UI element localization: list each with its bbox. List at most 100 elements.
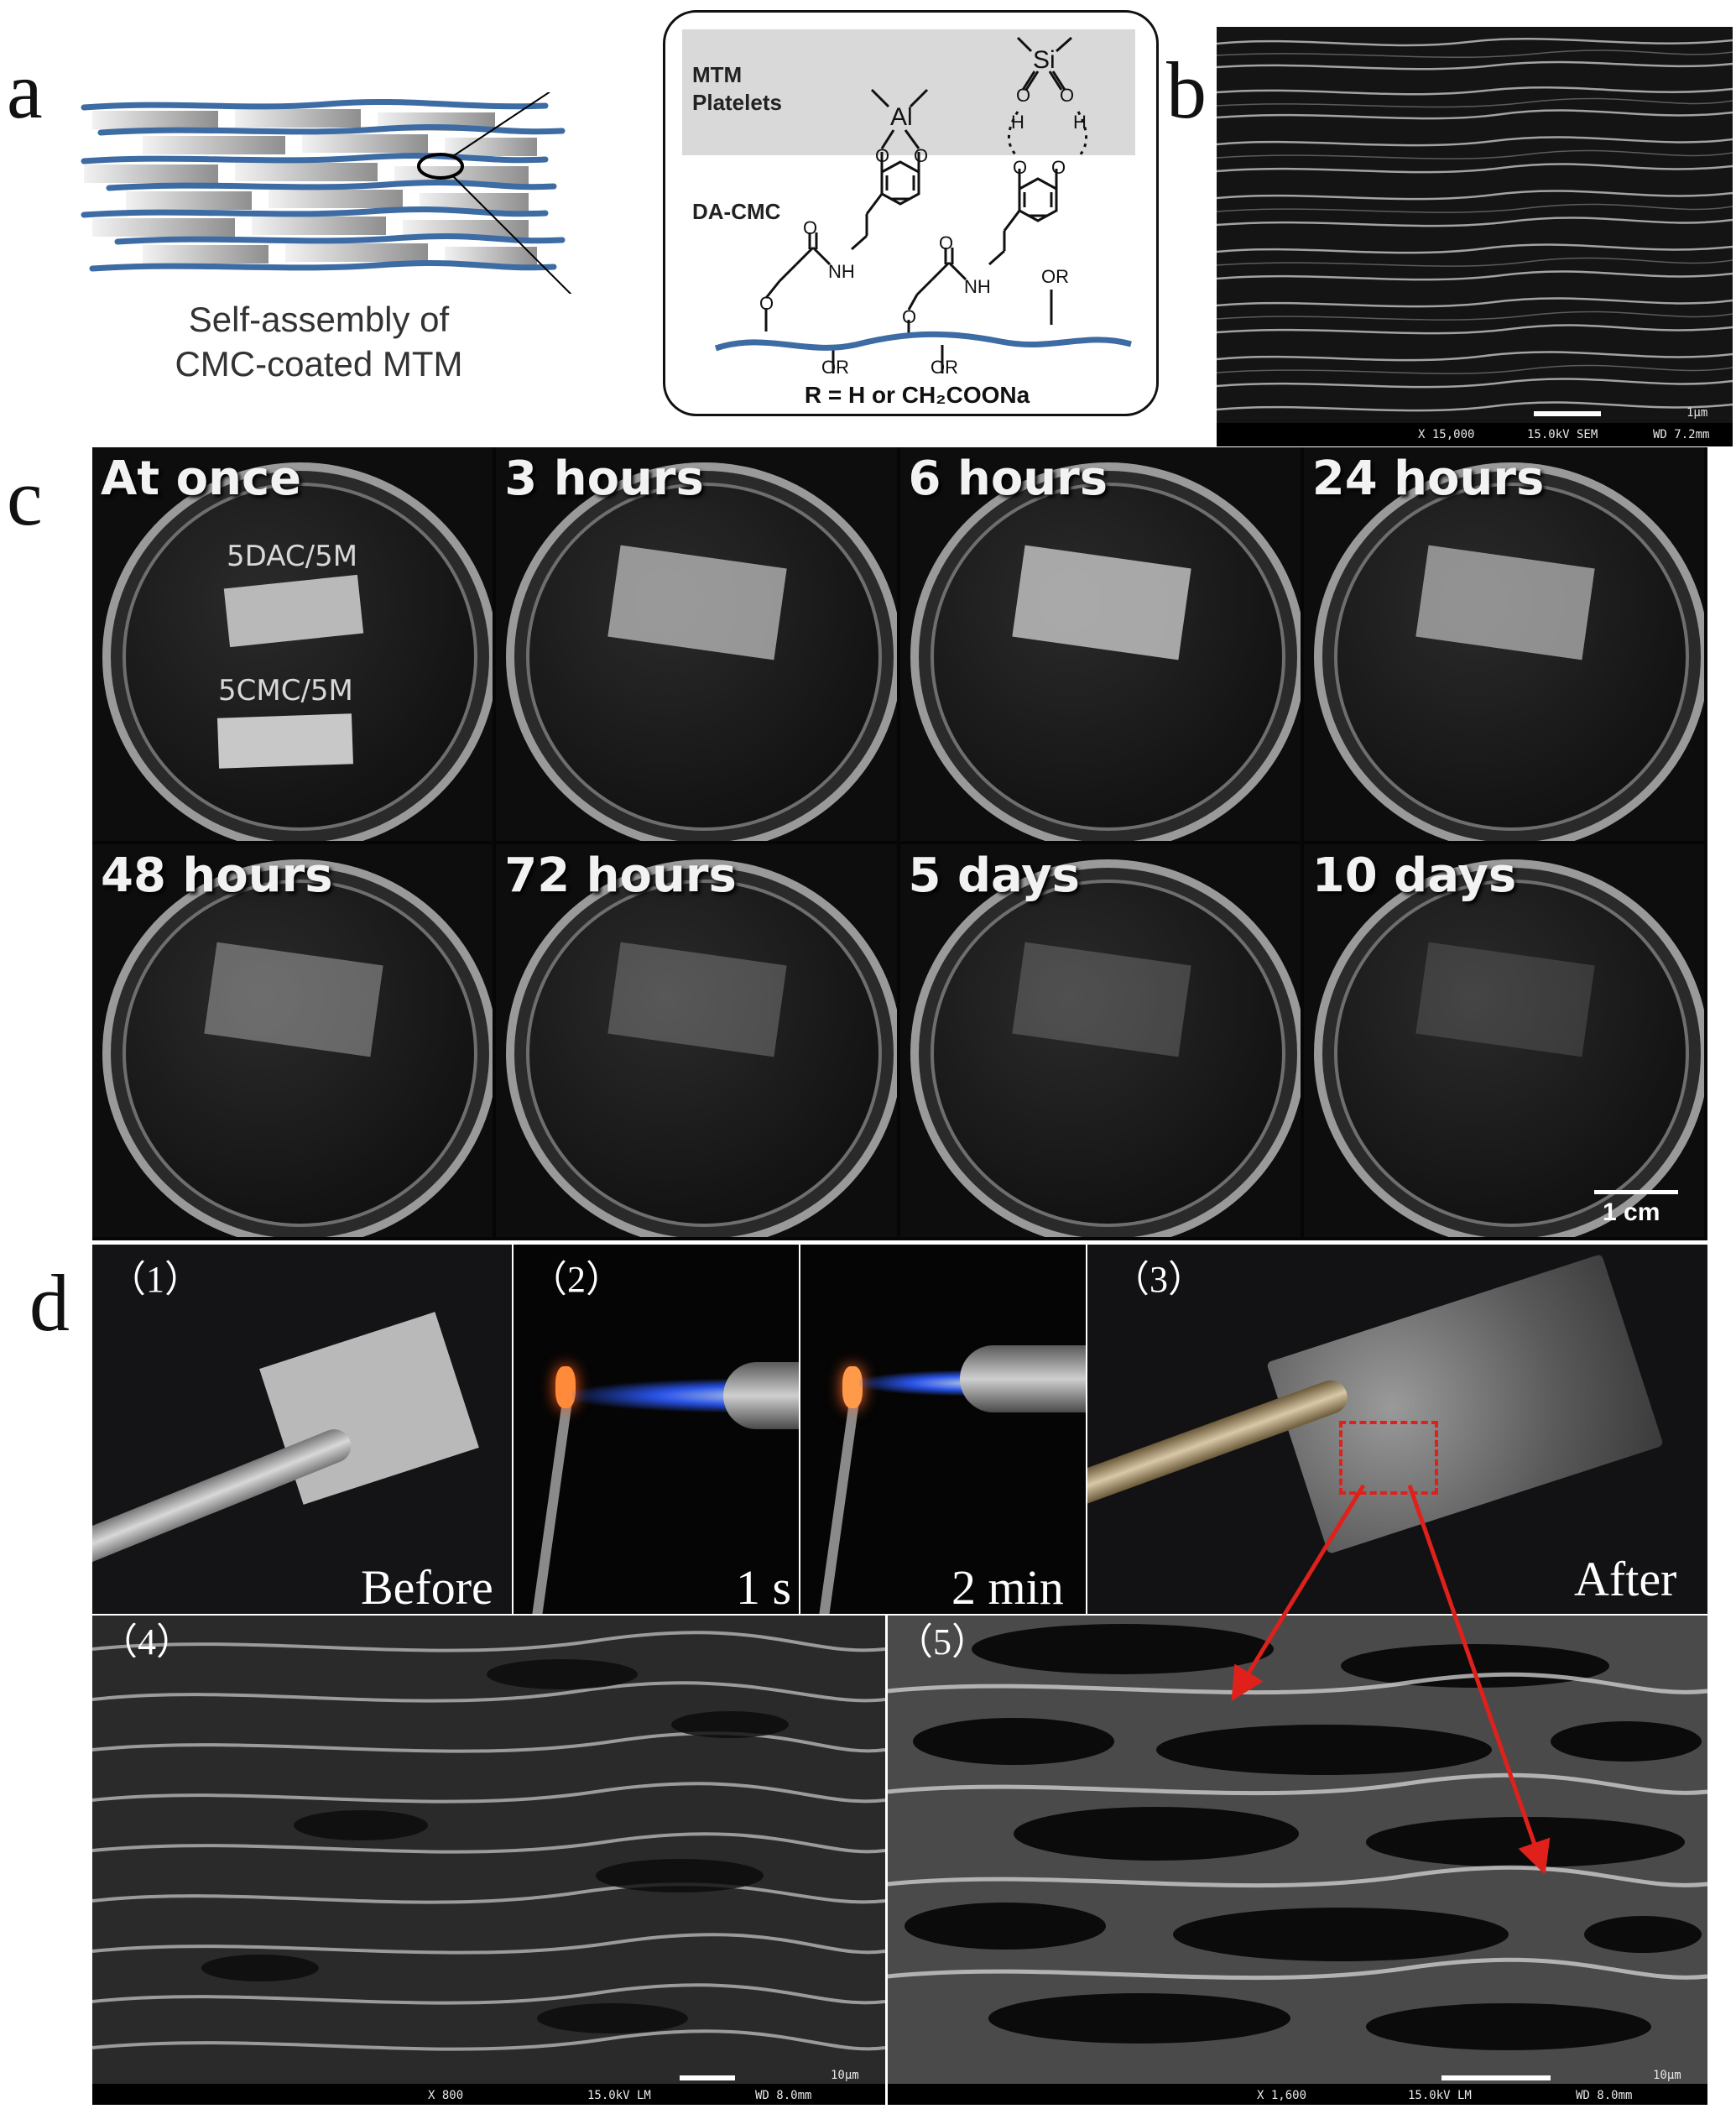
sem4-meta-right: WD 8.0mm	[755, 2089, 812, 2102]
dish-time-label: 3 hours	[504, 452, 704, 506]
dish-time-label: 5 days	[908, 848, 1080, 903]
zoom-arrow-right	[1407, 1485, 1551, 1875]
sample-label-bottom: 5CMC/5M	[218, 674, 353, 707]
panel-c-letter: c	[7, 452, 43, 542]
zoom-region-box	[1339, 1421, 1438, 1495]
time-2min-label: 2 min	[951, 1560, 1064, 1614]
sem5-scale-text: 10μm	[1653, 2069, 1681, 2082]
or-label-3: OR	[931, 357, 958, 378]
sub-label-2: （2）	[530, 1259, 623, 1300]
petri-dish-cell: At once 5DAC/5M 5CMC/5M	[92, 447, 493, 841]
petri-dish-cell: 72 hours	[496, 843, 897, 1237]
oxygen-5: O	[1013, 157, 1028, 178]
nh-2: NH	[964, 276, 991, 297]
petri-dish-cell: 10 days	[1303, 843, 1704, 1237]
al-atom: Al	[890, 103, 913, 131]
panel-d-letter: d	[29, 1258, 70, 1348]
sub-label-4: （4）	[101, 1621, 193, 1663]
oxygen-10: O	[902, 306, 917, 327]
petri-dish	[910, 859, 1301, 1237]
oxygen-2: O	[914, 145, 929, 166]
petri-dish-cell: 24 hours	[1303, 447, 1704, 841]
petri-dish	[910, 462, 1301, 841]
platelets-label: Platelets	[692, 89, 782, 115]
oxygen-1: O	[875, 145, 890, 166]
oxygen-8: O	[939, 232, 954, 253]
dish-time-label: 10 days	[1311, 848, 1517, 903]
sem-texture-5	[888, 1616, 1707, 2105]
sem5-meta-right: WD 8.0mm	[1576, 2089, 1633, 2102]
caption-line-1: Self-assembly of	[188, 300, 450, 339]
or-label-1: OR	[1041, 266, 1069, 287]
sub-label-3: （3）	[1113, 1259, 1205, 1300]
torch-nozzle-2	[960, 1345, 1086, 1412]
sem4-scale-text: 10μm	[831, 2069, 859, 2082]
panel-a-letter: a	[7, 45, 43, 135]
dish-time-label: 6 hours	[908, 452, 1108, 506]
nh-1: NH	[828, 261, 855, 282]
oxygen-6: O	[1051, 157, 1066, 178]
panel-b-scale-text: 1μm	[1686, 406, 1708, 420]
panel-b-meta-mid: 15.0kV SEM	[1527, 428, 1598, 441]
zoom-circle	[417, 153, 464, 180]
sub-label-5: （5）	[896, 1621, 988, 1663]
panel-b-meta-left: X 15,000	[1418, 428, 1475, 441]
sem-texture-4	[92, 1616, 885, 2105]
petri-dish	[506, 859, 897, 1237]
sem5-meta-left: X 1,600	[1257, 2089, 1307, 2102]
torch-nozzle-1	[723, 1362, 799, 1429]
dish-time-label: At once	[101, 452, 302, 506]
sample-label-top: 5DAC/5M	[227, 540, 358, 573]
panel-a-caption: Self-assembly of CMC-coated MTM	[143, 298, 495, 386]
molecular-structure	[714, 36, 1132, 373]
blue-flame-2	[859, 1370, 977, 1396]
petri-dish	[102, 462, 493, 841]
da-cmc-label: DA-CMC	[692, 199, 781, 224]
photo-flame-1s: （2） 1 s	[514, 1245, 799, 1614]
petri-dish	[1313, 462, 1704, 841]
zoom-arrow-left	[1231, 1484, 1366, 1702]
petri-dish-cell: 6 hours	[899, 447, 1301, 841]
petri-dish	[1313, 859, 1704, 1237]
oxygen-3: O	[1016, 85, 1031, 106]
layered-sem-texture	[1217, 27, 1733, 446]
oxygen-4: O	[1060, 85, 1075, 106]
mtm-label: MTM	[692, 62, 743, 87]
dish-time-label: 24 hours	[1311, 452, 1545, 506]
sem4-meta-mid: 15.0kV LM	[587, 2089, 651, 2102]
sem4-meta-left: X 800	[428, 2089, 464, 2102]
sem-after: （5） 10μm X 1,600 15.0kV LM WD 8.0mm	[888, 1616, 1707, 2105]
sub-label-1: （1）	[109, 1259, 201, 1300]
petri-dish	[102, 859, 493, 1237]
cmc-backbone	[714, 331, 1132, 352]
panel-a-schematic	[81, 92, 572, 294]
r-definition: R = H or CH₂COONa	[804, 382, 1030, 408]
petri-dish-cell: 3 hours	[496, 447, 897, 841]
scale-bar-line	[1594, 1190, 1678, 1194]
si-atom: Si	[1033, 46, 1056, 74]
cmc-polymer-chains	[81, 98, 566, 272]
petri-dish	[506, 462, 897, 841]
panel-b-meta-right: WD 7.2mm	[1653, 428, 1710, 441]
petri-dish-cell: 48 hours	[92, 843, 493, 1237]
scale-bar-label: 1 cm	[1603, 1198, 1660, 1226]
sem-before: （4） 10μm X 800 15.0kV LM WD 8.0mm	[92, 1616, 885, 2105]
sem5-meta-mid: 15.0kV LM	[1408, 2089, 1472, 2102]
after-label: After	[1574, 1552, 1677, 1606]
hydrogen-2: H	[1073, 112, 1087, 133]
panel-b-letter: b	[1166, 45, 1207, 135]
chemical-structure-box: MTM Platelets DA-CMC	[663, 10, 1159, 416]
before-label: Before	[361, 1560, 493, 1614]
panel-b-sem-image: 1μm X 15,000 15.0kV SEM WD 7.2mm	[1217, 27, 1733, 446]
dish-time-label: 48 hours	[101, 848, 333, 903]
photo-after: （3） After	[1087, 1245, 1707, 1614]
or-label-2: OR	[821, 357, 849, 378]
oxygen-9: O	[759, 293, 774, 314]
oxygen-7: O	[803, 217, 818, 238]
dish-time-label: 72 hours	[504, 848, 737, 903]
caption-line-2: CMC-coated MTM	[175, 343, 463, 384]
mtm-platelets-label: MTM Platelets	[692, 61, 782, 116]
hydrogen-1: H	[1011, 112, 1024, 133]
panel-c-photo-grid: At once 5DAC/5M 5CMC/5M 3 hours 6 hours 24 ho…	[92, 447, 1707, 1240]
